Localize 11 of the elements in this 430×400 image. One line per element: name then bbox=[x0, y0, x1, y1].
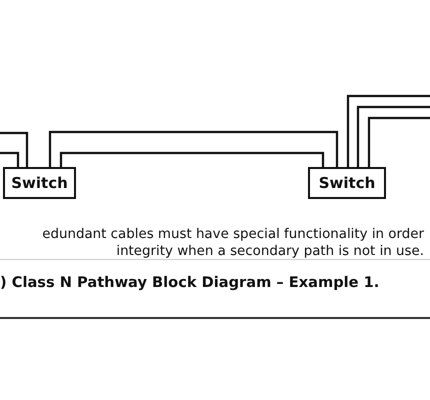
switch-box: Switch bbox=[3, 167, 76, 199]
cable-line bbox=[0, 132, 28, 167]
cable-line bbox=[48, 130, 338, 167]
switch-box: Switch bbox=[308, 167, 386, 199]
cable-line bbox=[60, 152, 324, 167]
cable-line bbox=[0, 152, 20, 167]
cable-line bbox=[346, 94, 430, 167]
cable-line bbox=[368, 116, 430, 167]
note-text: edundant cables must have special functionality in order integrity when a secondary path is not in use. bbox=[41, 226, 424, 260]
figure-caption: ) Class N Pathway Block Diagram – Example 1. bbox=[0, 274, 380, 291]
cable-line bbox=[356, 106, 430, 167]
